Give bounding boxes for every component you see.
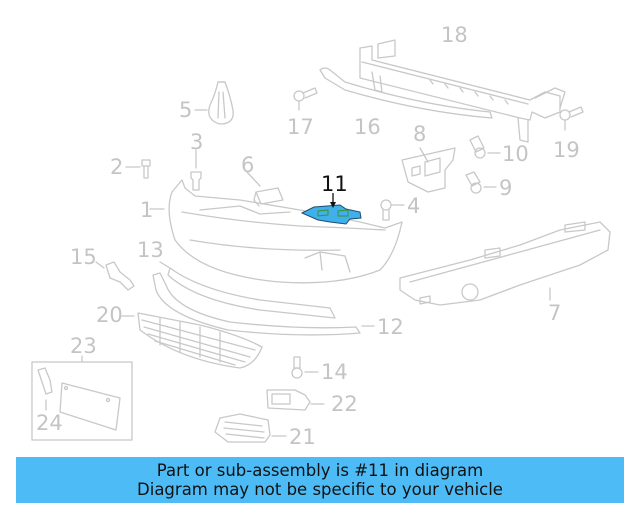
part-14-bolt	[291, 356, 319, 379]
callout-18[interactable]: 18	[441, 23, 468, 47]
callout-1[interactable]: 1	[140, 198, 154, 222]
part-info-banner: Part or sub-assembly is #11 in diagram D…	[16, 457, 624, 503]
banner-disclaimer: Diagram may not be specific to your vehi…	[137, 480, 503, 499]
part-11-highlighted-bracket	[300, 193, 362, 225]
part-8-bracket	[401, 147, 456, 193]
callout-23[interactable]: 23	[70, 334, 97, 358]
callout-20[interactable]: 20	[96, 303, 123, 327]
part-22-fog-housing	[266, 389, 325, 411]
callout-12[interactable]: 12	[377, 315, 404, 339]
part-2-bolt	[125, 159, 151, 179]
callout-10[interactable]: 10	[502, 142, 529, 166]
callout-17[interactable]: 17	[287, 115, 314, 139]
callout-19[interactable]: 19	[553, 138, 580, 162]
callout-4[interactable]: 4	[407, 194, 421, 218]
part-18-impact-bar	[359, 39, 566, 143]
banner-part-reference: Part or sub-assembly is #11 in diagram	[156, 461, 484, 480]
part-19-bolt	[559, 106, 584, 131]
part-23-license-bracket-box	[31, 355, 133, 441]
part-3-clip	[190, 149, 202, 191]
callout-2[interactable]: 2	[110, 155, 124, 179]
callout-8[interactable]: 8	[413, 122, 427, 146]
part-13-molding	[159, 261, 336, 319]
part-21-fog-grille	[214, 413, 287, 443]
callout-22[interactable]: 22	[331, 392, 358, 416]
part-4-bolt	[380, 199, 405, 221]
callout-13[interactable]: 13	[137, 238, 164, 262]
part-20-lower-grille	[121, 312, 263, 369]
part-1-bumper-cover	[149, 179, 403, 284]
callout-5[interactable]: 5	[179, 98, 193, 122]
part-17-bolt	[293, 87, 318, 111]
part-7-energy-absorber	[399, 221, 611, 306]
part-16-upper-bracket	[319, 67, 493, 119]
callout-6[interactable]: 6	[241, 153, 255, 177]
callout-16[interactable]: 16	[354, 115, 381, 139]
callout-3[interactable]: 3	[190, 130, 204, 154]
part-15-bracket	[95, 261, 135, 291]
callout-11-highlighted[interactable]: 11	[321, 172, 348, 196]
part-5-bag	[194, 81, 234, 125]
part-12-trim	[152, 272, 375, 336]
callout-14[interactable]: 14	[321, 360, 348, 384]
callout-9[interactable]: 9	[499, 176, 513, 200]
callout-24[interactable]: 24	[36, 411, 63, 435]
callout-7[interactable]: 7	[548, 301, 562, 325]
callout-15[interactable]: 15	[70, 245, 97, 269]
part-10-clip	[469, 135, 501, 159]
part-9-bolt	[465, 171, 497, 194]
part-6-cover	[246, 171, 284, 207]
callout-21[interactable]: 21	[289, 425, 316, 449]
